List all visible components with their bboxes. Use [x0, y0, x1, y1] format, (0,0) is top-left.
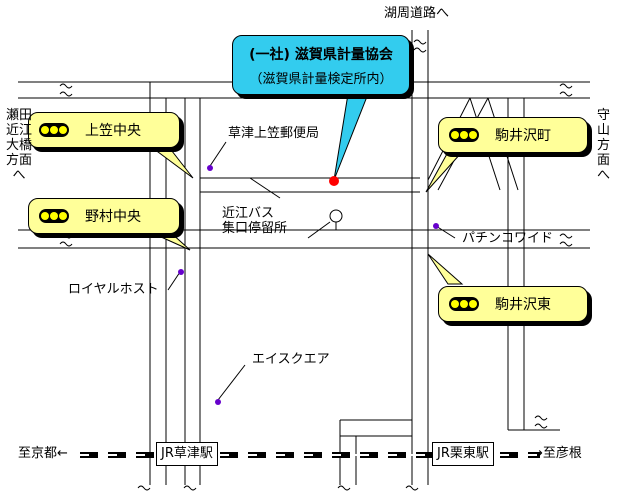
to-hikone-label: →至彦根	[532, 446, 582, 461]
pachinko-dot	[433, 223, 439, 229]
station-kusatsu: JR草津駅	[156, 442, 218, 466]
intersection-label: 野村中央	[85, 209, 141, 225]
intersection-nomura-chuo: 野村中央	[28, 198, 180, 234]
intersection-komaizawa-cho: 駒井沢町	[438, 117, 588, 153]
traffic-signal-icon	[449, 297, 479, 311]
post-office-dot	[207, 165, 213, 171]
traffic-signal-icon	[39, 209, 69, 223]
to-kyoto-label: 至京都←	[18, 446, 68, 461]
association-callout: (一社) 滋賀県計量協会 （滋賀県計量検定所内）	[232, 35, 410, 95]
aeon-label: エイスクエア	[252, 352, 330, 367]
target-location-marker	[329, 176, 339, 186]
royal-host-label: ロイヤルホスト	[68, 282, 159, 297]
post-office-label: 草津上笠郵便局	[228, 126, 320, 141]
pachinko-label: パチンコワイド	[462, 231, 554, 246]
west-direction-label: 瀬田 近江大橋方面へ	[5, 108, 45, 183]
association-name: (一社) 滋賀県計量協会	[249, 47, 393, 63]
intersection-kamigasa-chuo: 上笠中央	[28, 112, 180, 148]
east-direction-label: 守山方面へ	[596, 108, 610, 183]
traffic-signal-icon	[449, 128, 479, 142]
station-ritto: JR栗東駅	[432, 442, 494, 466]
traffic-signal-icon	[39, 123, 69, 137]
intersection-label: 駒井沢東	[495, 297, 551, 313]
association-location: （滋賀県計量検定所内）	[249, 72, 393, 87]
bus-stop-label: 近江バス 集口停留所	[222, 206, 288, 236]
royal-host-dot	[178, 269, 184, 275]
aeon-dot	[215, 399, 221, 405]
intersection-label: 駒井沢町	[495, 128, 551, 144]
intersection-komaizawa-higashi: 駒井沢東	[438, 286, 588, 322]
intersection-label: 上笠中央	[85, 123, 141, 139]
north-road-label: 湖周道路へ	[384, 6, 450, 21]
